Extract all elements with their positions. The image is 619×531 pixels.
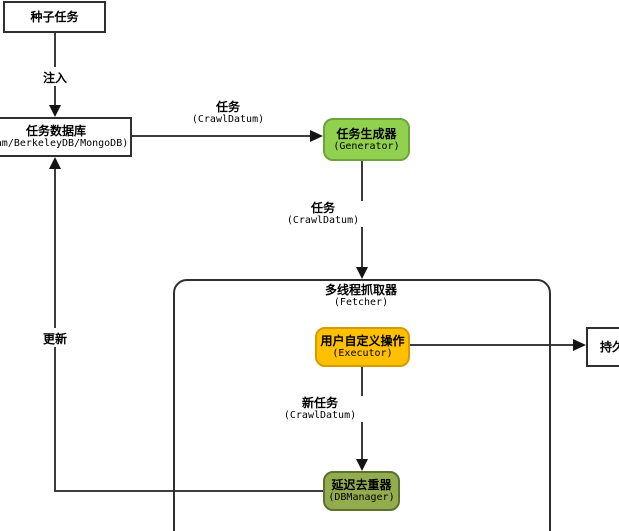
task1-label-text: 任务: [215, 100, 240, 114]
arrowhead-task1-icon: [310, 130, 323, 142]
fetcher-detail: (Fetcher): [333, 297, 389, 308]
arrowhead-persist-icon: [573, 339, 586, 351]
node-executor: 用户自定义操作 (Executor): [315, 327, 410, 367]
fetcher-container-title: 多线程抓取器 (Fetcher): [281, 283, 441, 309]
edge-label-update: 更新: [31, 328, 79, 347]
task1-label-detail: (CrawlDatum): [191, 114, 265, 125]
fetcher-container: [173, 279, 551, 531]
executor-name: 用户自定义操作: [320, 334, 405, 348]
arrowhead-task2-icon: [356, 267, 368, 279]
arrowhead-update-icon: [49, 157, 61, 169]
edge-persist-line: [410, 344, 573, 346]
edge-label-inject: 注入: [25, 67, 85, 86]
db-manager-name: 延迟去重器: [331, 478, 392, 492]
task2-label-text: 任务: [310, 201, 335, 215]
edge-update-hline: [54, 490, 323, 492]
executor-detail: (Executor): [332, 348, 393, 359]
edge-label-task1: 任务 (CrawlDatum): [168, 100, 288, 126]
node-generator: 任务生成器 (Generator): [323, 118, 410, 161]
arrowhead-newtask-icon: [356, 459, 368, 471]
task-database-name: 任务数据库: [25, 124, 86, 138]
seed-task-label: 种子任务: [30, 10, 79, 24]
node-persistence: 持久: [586, 327, 619, 367]
fetcher-name: 多线程抓取器: [324, 283, 397, 297]
edge-label-newtask: 新任务 (CrawlDatum): [260, 396, 380, 422]
node-task-database: 任务数据库 (Ram/BerkeleyDB/MongoDB): [0, 117, 132, 157]
update-label-text: 更新: [42, 332, 67, 346]
node-db-manager: 延迟去重器 (DBManager): [323, 471, 400, 511]
persistence-label: 持久: [599, 340, 619, 354]
edge-task1-line: [132, 135, 310, 137]
generator-name: 任务生成器: [336, 126, 397, 141]
node-seed-task: 种子任务: [3, 1, 106, 33]
newtask-label-text: 新任务: [301, 396, 338, 410]
task-database-detail: (Ram/BerkeleyDB/MongoDB): [0, 138, 129, 149]
edge-label-task2: 任务 (CrawlDatum): [263, 201, 383, 227]
generator-detail: (Generator): [333, 140, 400, 152]
db-manager-detail: (DBManager): [328, 492, 395, 503]
newtask-label-detail: (CrawlDatum): [283, 410, 357, 421]
arrowhead-inject-icon: [49, 105, 61, 117]
task2-label-detail: (CrawlDatum): [286, 215, 360, 226]
inject-label-text: 注入: [42, 71, 67, 85]
